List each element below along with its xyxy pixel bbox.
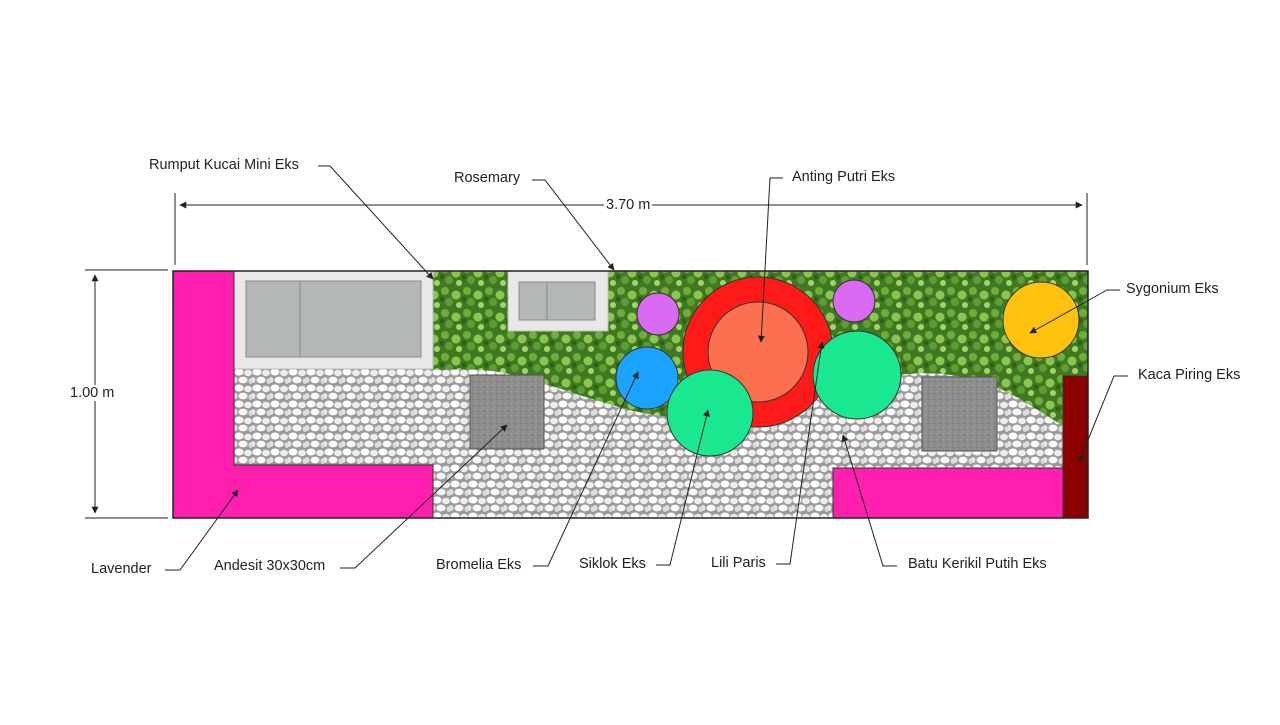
label-lili-paris: Lili Paris: [711, 555, 766, 571]
concrete-box-small-inner: [518, 281, 596, 321]
bromelia-plant: [615, 346, 679, 410]
rosemary-dot-1: [636, 292, 680, 336]
leader-anting-putri: [757, 177, 783, 343]
leader-kaca-piring: [1078, 375, 1128, 463]
leader-rosemary: [532, 179, 615, 271]
leader-rumput-kucai: [318, 165, 434, 280]
kaca-piring-strip: [1062, 375, 1089, 519]
leader-siklok: [656, 409, 710, 566]
label-andesit: Andesit 30x30cm: [214, 558, 326, 574]
leader-sygonium: [1029, 289, 1120, 334]
andesit-stone-2: [921, 376, 998, 452]
lavender-bed-right: [832, 467, 1066, 519]
concrete-box-left-inner: [245, 280, 422, 358]
label-rumput-kucai: Rumput Kucai Mini Eks: [149, 157, 299, 173]
label-lavender: Lavender: [91, 561, 152, 577]
label-kaca-piring: Kaca Piring Eks: [1138, 367, 1241, 383]
label-siklok: Siklok Eks: [579, 556, 646, 572]
leader-lili-paris: [776, 341, 825, 565]
label-batu-kerikil: Batu Kerikil Putih Eks: [908, 556, 1047, 572]
siklok-plant-left: [666, 369, 754, 457]
label-sygonium: Sygonium Eks: [1126, 281, 1219, 297]
plan-border: [172, 270, 1089, 519]
height-dimension-label: 1.00 m: [68, 385, 117, 401]
rosemary-dot-2: [832, 279, 876, 323]
andesit-stone-1: [469, 374, 545, 450]
label-anting-putri: Anting Putri Eks: [792, 169, 896, 185]
leader-bromelia: [533, 371, 639, 567]
width-dimension-label: 3.70 m: [604, 197, 653, 213]
siklok-plant-right: [812, 330, 902, 420]
sygonium-plant: [1002, 281, 1080, 359]
label-bromelia: Bromelia Eks: [436, 557, 522, 573]
label-rosemary: Rosemary: [454, 170, 521, 186]
leader-lavender: [165, 489, 239, 571]
leader-andesit: [340, 424, 508, 569]
leader-batu-kerikil: [841, 434, 897, 567]
